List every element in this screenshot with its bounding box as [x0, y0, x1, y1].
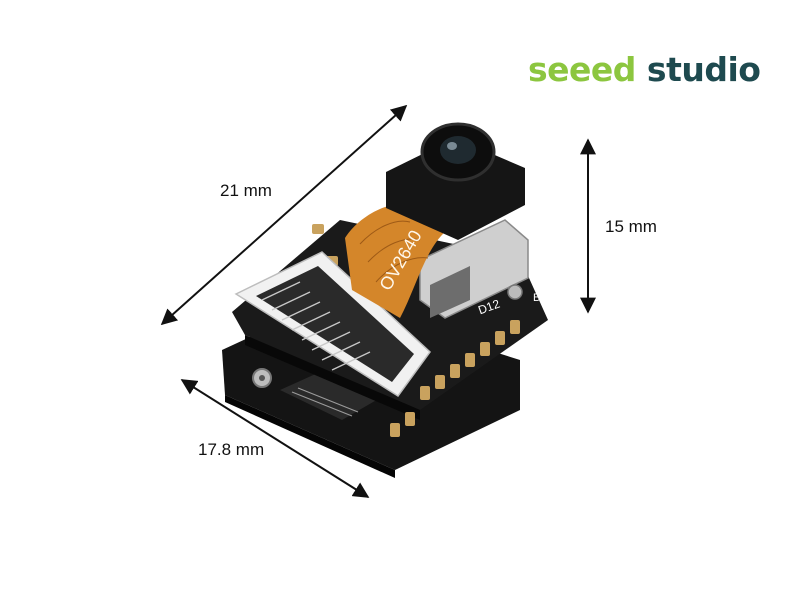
button	[507, 284, 523, 300]
bottom-connector	[280, 372, 380, 420]
logo-seeed: seeed	[528, 50, 636, 89]
width-label: 17.8 mm	[198, 440, 265, 459]
double-arrow-icon	[180, 379, 370, 498]
flex-cable	[345, 204, 445, 318]
logo-studio: studio	[646, 50, 761, 89]
height-label: 15 mm	[605, 217, 657, 236]
castellated-pads	[390, 320, 520, 437]
seeed-studio-logo: seeed studio	[528, 50, 761, 89]
double-arrow-icon	[160, 104, 408, 326]
pin-b-label: B	[533, 292, 541, 304]
length-label: 21 mm	[220, 181, 272, 200]
